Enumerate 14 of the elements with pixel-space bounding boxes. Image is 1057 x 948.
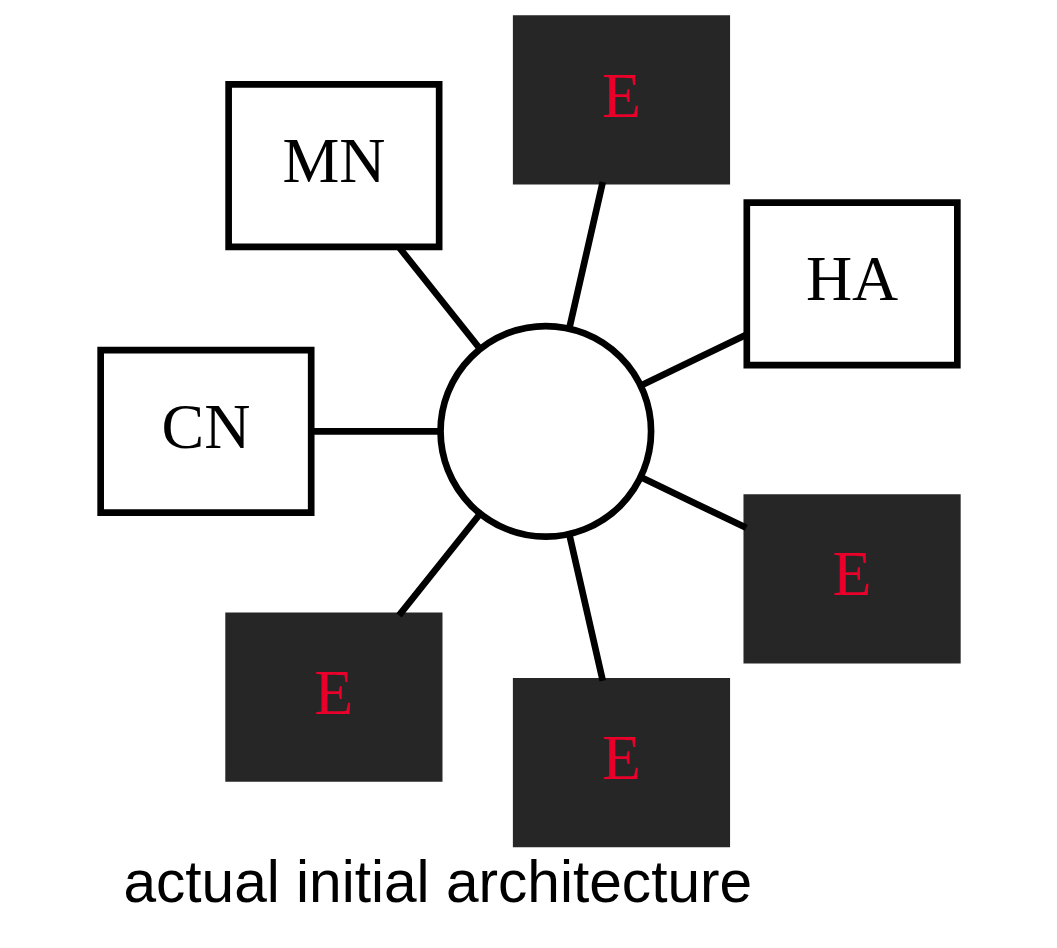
node-box: E	[224, 612, 442, 782]
node-box: E	[742, 494, 961, 664]
connector	[565, 533, 606, 682]
node-box: HA	[742, 199, 961, 369]
connector	[565, 181, 606, 330]
node-circle	[436, 322, 654, 540]
node-box: CN	[96, 346, 314, 516]
connector	[639, 474, 748, 531]
caption: actual initial architecture	[122, 848, 752, 914]
connector	[311, 428, 440, 435]
node-box: E	[512, 678, 730, 848]
node-box: E	[512, 15, 730, 185]
node-box: MN	[224, 81, 442, 251]
connector	[395, 511, 483, 618]
